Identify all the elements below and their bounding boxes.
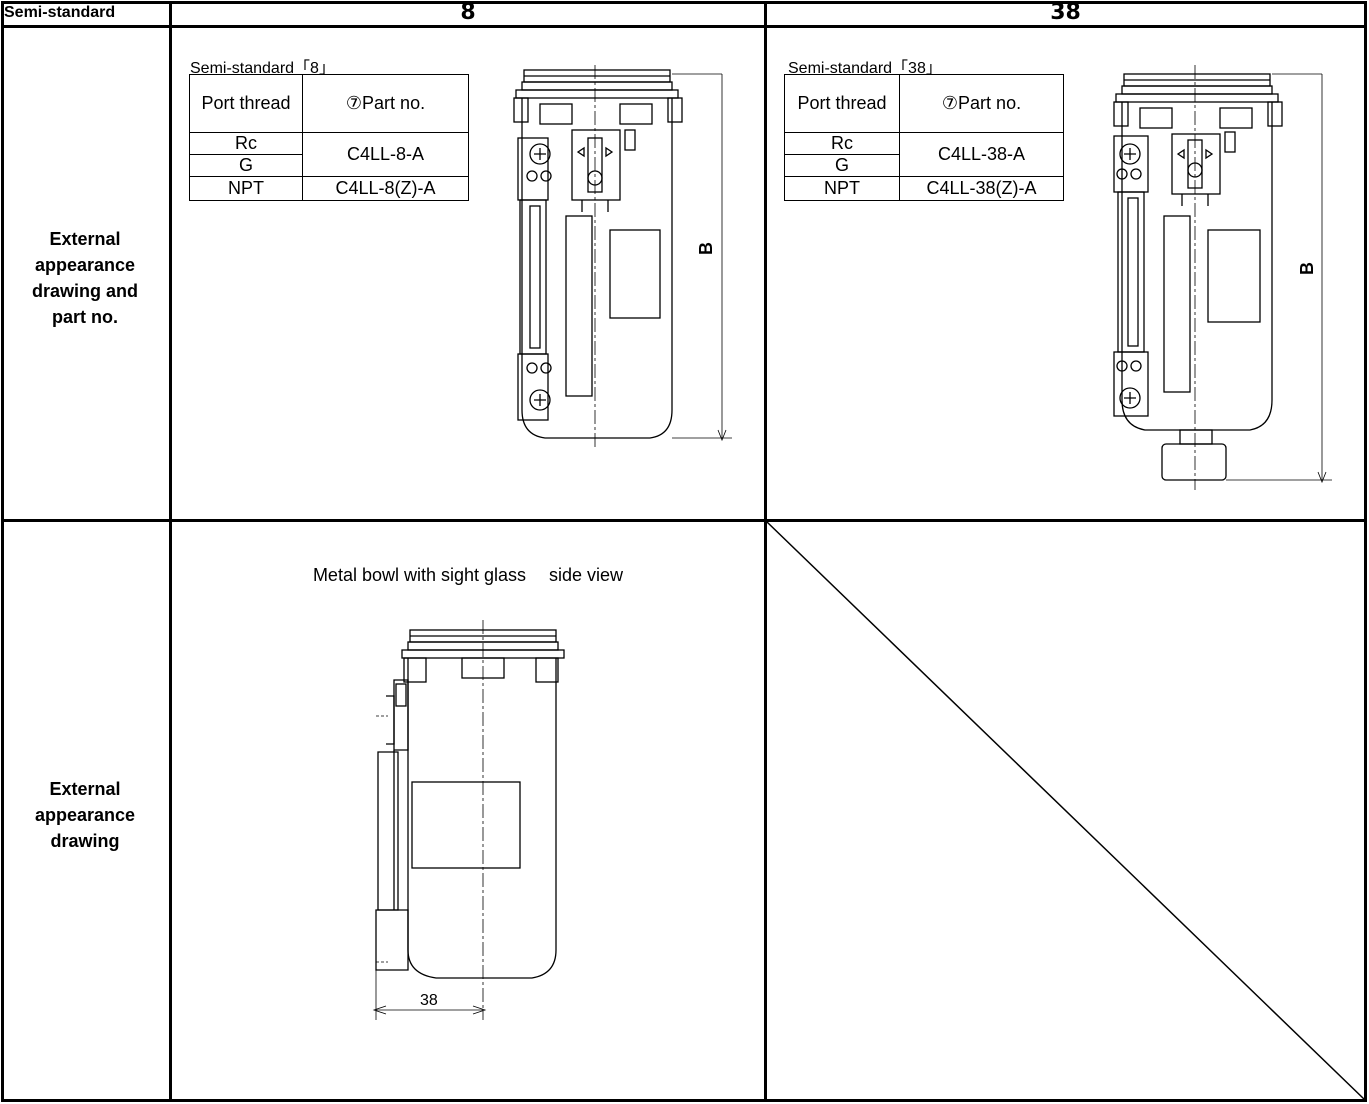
col38-port-rc: Rc	[784, 132, 900, 155]
col8-dim-b: B	[696, 242, 716, 255]
col8-part-table: Port thread ⑦Part no. Rc C4LL-8-A G NPT …	[189, 74, 469, 201]
col8-front-drawing	[513, 65, 732, 450]
col8-port-g: G	[189, 154, 303, 177]
row-label-line: External	[49, 229, 121, 249]
header-divider	[1, 25, 1367, 28]
col-divider-2	[764, 1, 767, 1102]
col38-part-rc-g: C4LL-38-A	[899, 132, 1064, 177]
col38-part-table: Port thread ⑦Part no. Rc C4LL-38-A G NPT…	[784, 74, 1064, 201]
col8-port-npt: NPT	[189, 176, 303, 201]
row-label-line: drawing	[50, 831, 120, 851]
col38-port-g: G	[784, 154, 900, 177]
col8-head-part: ⑦Part no.	[302, 74, 469, 133]
row-label-line: appearance	[34, 255, 136, 275]
header-label: Semi-standard	[4, 4, 116, 21]
col38-port-npt: NPT	[784, 176, 900, 201]
empty-cell-diagonal	[766, 521, 1366, 1101]
side-view-caption: Metal bowl with sight glass side view	[312, 565, 624, 585]
col38-front-drawing	[1113, 65, 1332, 490]
col8-part-rc-g: C4LL-8-A	[302, 132, 469, 177]
col8-caption: Semi-standard「8」	[190, 60, 335, 77]
col38-caption: Semi-standard「38」	[788, 60, 942, 77]
side-view-drawing	[372, 620, 565, 1020]
col8-part-npt: C4LL-8(Z)-A	[302, 176, 469, 201]
side-view-dim-38: 38	[420, 992, 438, 1009]
row-divider	[1, 519, 1367, 522]
header-col-38: 38	[1050, 0, 1081, 25]
header-col-8: 8	[460, 0, 476, 25]
row-label-line: External	[49, 779, 121, 799]
col-divider-1	[169, 1, 172, 1102]
col38-head-port: Port thread	[784, 74, 900, 133]
col38-dim-b: B	[1297, 262, 1317, 275]
row-label-line: part no.	[52, 307, 118, 327]
col38-head-part: ⑦Part no.	[899, 74, 1064, 133]
row-label-drawing: External appearance drawing	[4, 776, 166, 854]
row-label-line: drawing and	[31, 281, 138, 301]
row-label-drawing-and-part: External appearance drawing and part no.	[4, 226, 166, 330]
col8-port-rc: Rc	[189, 132, 303, 155]
row-label-line: appearance	[34, 805, 136, 825]
col38-part-npt: C4LL-38(Z)-A	[899, 176, 1064, 201]
col8-head-port: Port thread	[189, 74, 303, 133]
